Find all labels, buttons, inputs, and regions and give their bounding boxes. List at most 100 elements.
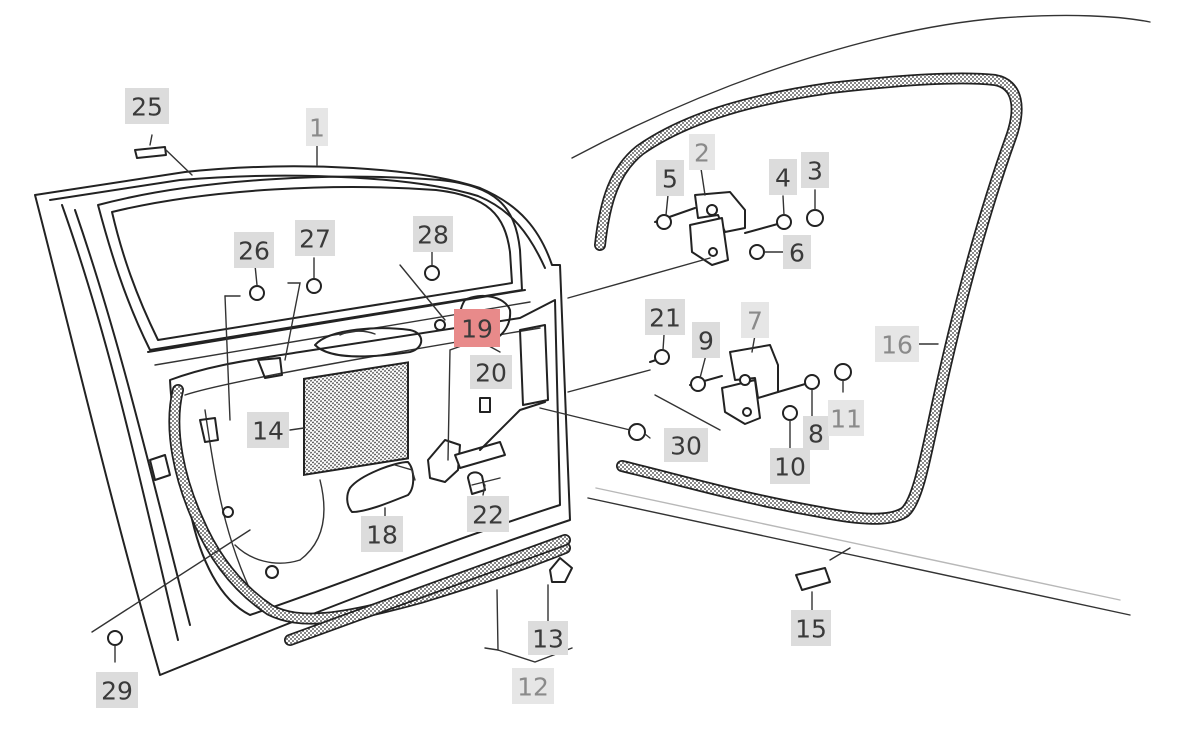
callout-text: 13 (532, 625, 564, 654)
callout-label-16[interactable]: 16 (875, 326, 919, 362)
callout-text: 25 (131, 93, 163, 122)
callout-label-8[interactable]: 8 (803, 416, 829, 450)
callout-text: 8 (808, 420, 824, 449)
callout-label-22[interactable]: 22 (467, 496, 509, 532)
callout-box (656, 160, 684, 196)
plug-30 (628, 423, 646, 441)
callout-box (512, 668, 554, 704)
callout-box (875, 326, 919, 362)
callout-box (664, 428, 708, 462)
callout-label-19[interactable]: 19 (454, 309, 500, 347)
callout-box (803, 416, 829, 450)
callout-text: 18 (366, 521, 398, 550)
callout-label-10[interactable]: 10 (770, 448, 810, 484)
callout-box (791, 610, 831, 646)
plug-28 (424, 265, 440, 281)
callout-label-1[interactable]: 1 (306, 108, 328, 146)
callout-label-7[interactable]: 7 (741, 302, 769, 338)
callout-label-14[interactable]: 14 (247, 412, 289, 448)
callout-box (125, 88, 169, 124)
callout-text: 29 (101, 677, 133, 706)
callout-box (741, 302, 769, 338)
callout-text: 10 (774, 453, 806, 482)
callout-box (470, 355, 512, 389)
callout-box (413, 216, 453, 252)
retaining-clip-13 (549, 557, 573, 583)
callout-label-12[interactable]: 12 (512, 668, 554, 704)
leader-lines (91, 134, 939, 663)
callout-box (528, 621, 568, 655)
callout-label-5[interactable]: 5 (656, 160, 684, 196)
callout-box (454, 309, 500, 347)
sound-insulation-panel (303, 361, 409, 477)
door-seal (168, 384, 571, 625)
callout-box (306, 108, 328, 146)
callout-label-28[interactable]: 28 (413, 216, 453, 252)
lower-hinge (649, 344, 852, 425)
callout-box (769, 159, 797, 195)
callout-text: 2 (694, 139, 710, 168)
callout-text: 9 (698, 327, 714, 356)
callout-label-2[interactable]: 2 (689, 134, 715, 170)
callout-box (828, 400, 864, 436)
trim-clip-25 (134, 146, 167, 159)
callout-box (645, 299, 685, 335)
callout-text: 26 (238, 237, 270, 266)
inner-door-handle (346, 461, 415, 513)
callout-text: 28 (417, 221, 449, 250)
callout-box (234, 232, 274, 268)
callout-box (247, 412, 289, 448)
callout-box (770, 448, 810, 484)
callout-label-20[interactable]: 20 (470, 355, 512, 389)
car-body-outline (571, 14, 1151, 616)
callout-text: 3 (807, 157, 823, 186)
callout-text: 4 (775, 164, 791, 193)
callout-label-13[interactable]: 13 (528, 621, 568, 655)
door-opening-seal (594, 72, 1023, 525)
callout-text: 22 (472, 501, 504, 530)
callout-label-15[interactable]: 15 (791, 610, 831, 646)
callout-text: 12 (517, 673, 549, 702)
callout-text: 21 (649, 304, 681, 333)
callout-text: 20 (475, 359, 507, 388)
callout-text: 30 (670, 432, 702, 461)
plug-26 (249, 285, 265, 301)
callout-label-26[interactable]: 26 (234, 232, 274, 268)
callout-label-25[interactable]: 25 (125, 88, 169, 124)
callout-text: 15 (795, 615, 827, 644)
callout-label-9[interactable]: 9 (692, 322, 720, 358)
callout-box (295, 220, 335, 256)
callout-label-27[interactable]: 27 (295, 220, 335, 256)
callout-text: 11 (830, 405, 862, 434)
plug-29 (107, 630, 123, 646)
callout-box (689, 134, 715, 170)
callout-text: 27 (299, 225, 331, 254)
callout-box (783, 235, 811, 269)
callout-label-30[interactable]: 30 (664, 428, 708, 462)
callout-box (692, 322, 720, 358)
callout-label-18[interactable]: 18 (361, 516, 403, 552)
callout-text: 1 (309, 114, 325, 143)
callout-text: 19 (461, 315, 493, 344)
retaining-clip-15 (795, 567, 831, 591)
callout-label-21[interactable]: 21 (645, 299, 685, 335)
callout-label-6[interactable]: 6 (783, 235, 811, 269)
upper-hinge (654, 191, 824, 266)
callout-label-29[interactable]: 29 (96, 672, 138, 708)
callout-text: 14 (252, 417, 284, 446)
callout-text: 5 (662, 165, 678, 194)
callout-label-4[interactable]: 4 (769, 159, 797, 195)
callout-box (96, 672, 138, 708)
callout-box (801, 152, 829, 188)
callout-box (467, 496, 509, 532)
callout-label-11[interactable]: 11 (828, 400, 864, 436)
callout-box (361, 516, 403, 552)
callout-text: 6 (789, 239, 805, 268)
callout-label-3[interactable]: 3 (801, 152, 829, 188)
callout-text: 16 (881, 331, 913, 360)
door-check-mechanism (427, 397, 546, 495)
callout-text: 7 (747, 307, 763, 336)
plug-27 (306, 278, 322, 294)
sill-seal-strip (284, 534, 571, 646)
